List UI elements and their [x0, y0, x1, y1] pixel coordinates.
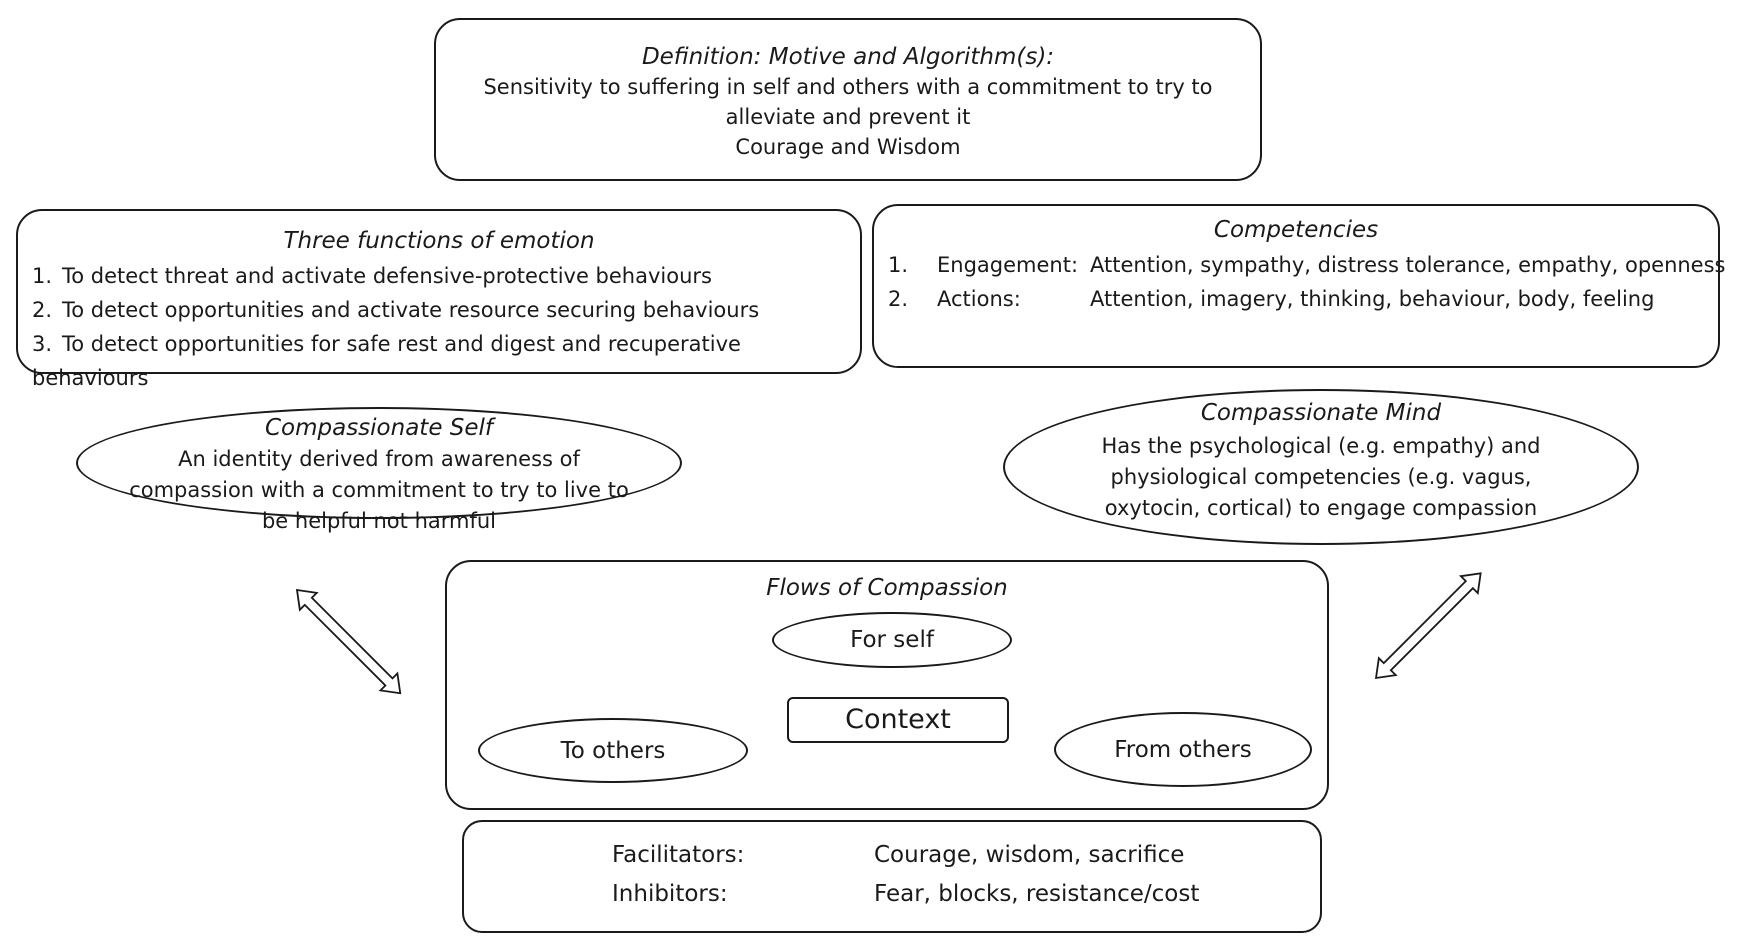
body-line: oxytocin, cortical) to engage compassion: [1104, 496, 1538, 520]
row-number: 1.: [888, 253, 909, 277]
item-text: To detect opportunities for safe rest an…: [32, 332, 741, 390]
inhibitors-value: Fear, blocks, resistance/cost: [874, 881, 1200, 907]
compassionate-self-body: An identity derived from awareness of co…: [78, 444, 680, 537]
compassionate-self-ellipse: Compassionate Self An identity derived f…: [76, 407, 682, 533]
competencies-box: Competencies 1. Engagement: Attention, s…: [872, 204, 1726, 368]
item-text: To detect threat and activate defensive-…: [62, 264, 712, 288]
definition-body: Sensitivity to suffering in self and oth…: [436, 72, 1260, 162]
node-label: To others: [560, 737, 666, 764]
definition-title: Definition: Motive and Algorithm(s):: [641, 44, 1055, 70]
competency-row: 1. Engagement: Attention, sympathy, dist…: [874, 248, 1726, 282]
definition-line: alleviate and prevent it: [725, 105, 971, 129]
definition-line: Sensitivity to suffering in self and oth…: [483, 75, 1213, 99]
row-number: 2.: [888, 287, 909, 311]
body-line: An identity derived from awareness of: [178, 447, 580, 471]
node-label: For self: [850, 627, 934, 653]
self-flows-double-arrow: [295, 588, 402, 695]
facilitators-label: Facilitators:: [612, 842, 745, 868]
item-number: 3.: [32, 332, 53, 356]
to-others-node: To others: [478, 718, 748, 783]
list-item: 2. To detect opportunities and activate r…: [32, 293, 860, 327]
inhibitors-label: Inhibitors:: [612, 881, 728, 907]
flows-title: Flows of Compassion: [766, 575, 1008, 601]
from-others-node: From others: [1054, 712, 1312, 787]
context-box: Context: [787, 697, 1009, 743]
competency-row: 2. Actions: Attention, imagery, thinking…: [874, 282, 1718, 316]
row-value: Attention, sympathy, distress tolerance,…: [1090, 253, 1726, 277]
compassionate-mind-title: Compassionate Mind: [1200, 400, 1442, 426]
body-line: physiological competencies (e.g. vagus,: [1110, 465, 1532, 489]
three-functions-title: Three functions of emotion: [283, 228, 595, 254]
item-number: 2.: [32, 298, 53, 322]
for-self-node: For self: [772, 612, 1012, 668]
compassionate-mind-ellipse: Compassionate Mind Has the psychological…: [1003, 389, 1639, 545]
body-line: be helpful not harmful: [261, 509, 497, 533]
row-key: Engagement:: [937, 253, 1079, 277]
item-text: To detect opportunities and activate res…: [62, 298, 760, 322]
item-number: 1.: [32, 264, 53, 288]
definition-line: Courage and Wisdom: [735, 135, 961, 159]
three-functions-list: 1. To detect threat and activate defensiv…: [18, 259, 860, 395]
compassionate-mind-body: Has the psychological (e.g. empathy) and…: [1005, 431, 1637, 524]
list-item: 1. To detect threat and activate defensiv…: [32, 259, 860, 293]
row-key: Actions:: [937, 287, 1021, 311]
body-line: compassion with a commitment to try to l…: [129, 478, 629, 502]
compassionate-self-title: Compassionate Self: [264, 415, 494, 441]
facilitators-value: Courage, wisdom, sacrifice: [874, 842, 1185, 868]
definition-box: Definition: Motive and Algorithm(s): Sen…: [434, 18, 1262, 181]
three-functions-box: Three functions of emotion 1. To detect t…: [16, 209, 862, 390]
facilitators-inhibitors-box: Facilitators: Courage, wisdom, sacrifice…: [462, 820, 1322, 933]
body-line: Has the psychological (e.g. empathy) and: [1101, 434, 1541, 458]
row-value: Attention, imagery, thinking, behaviour,…: [1090, 287, 1655, 311]
competencies-title: Competencies: [1213, 217, 1379, 243]
mind-flows-double-arrow: [1374, 572, 1482, 680]
node-label: From others: [1114, 736, 1252, 763]
list-item: 3.To detect opportunities for safe rest …: [32, 327, 860, 395]
